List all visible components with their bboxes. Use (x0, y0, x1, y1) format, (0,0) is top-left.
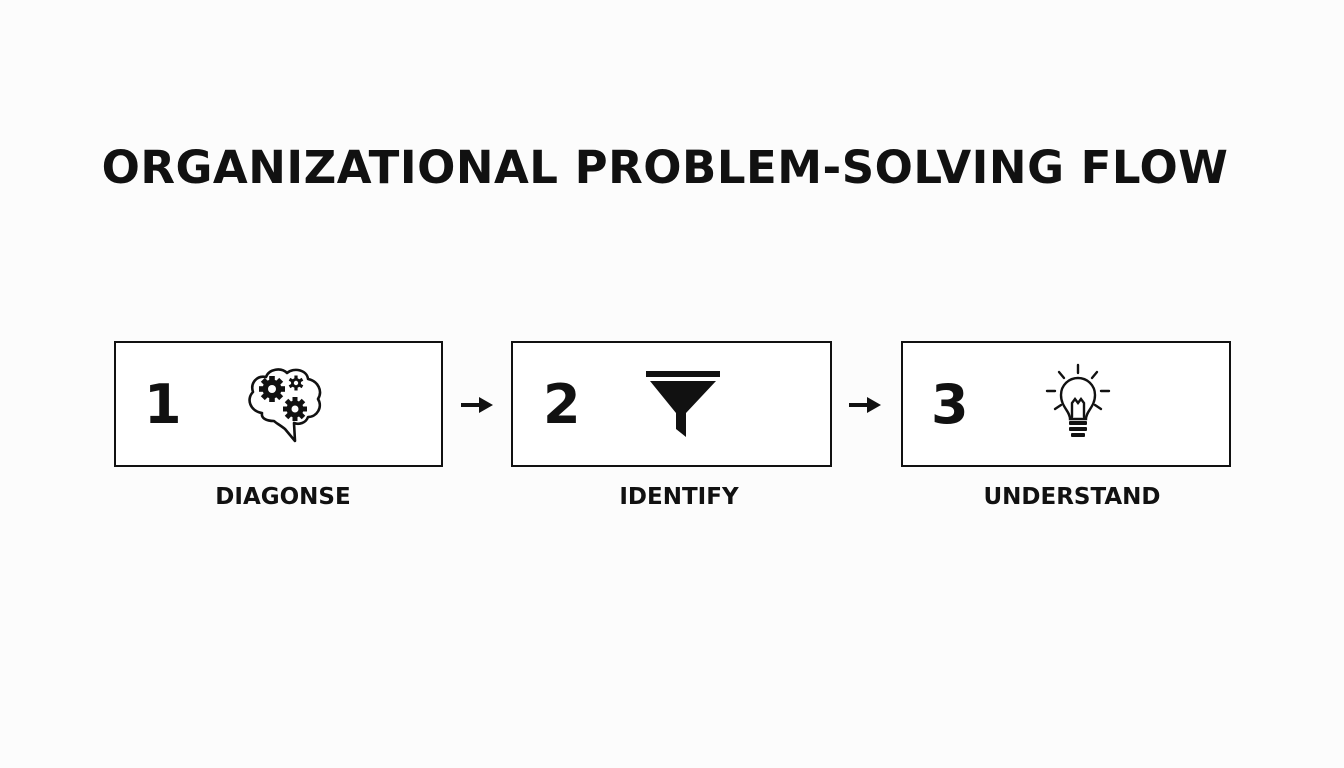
step-box-understand: 3 (901, 341, 1231, 467)
step-label-diagnose: DIAGONSE (215, 484, 351, 510)
page-title: ORGANIZATIONAL PROBLEM-SOLVING FLOW (101, 141, 1229, 194)
step-box-diagnose: 1 (114, 341, 443, 467)
step-number: 1 (144, 373, 182, 436)
step-number: 3 (931, 373, 969, 436)
lightbulb-icon (1033, 361, 1123, 451)
brain-gears-icon (240, 361, 330, 451)
flow-arrow-icon (460, 395, 496, 415)
funnel-icon (638, 361, 728, 451)
flow-arrow-icon (848, 395, 884, 415)
step-box-identify: 2 (511, 341, 832, 467)
step-number: 2 (543, 373, 581, 436)
step-label-identify: IDENTIFY (619, 484, 739, 510)
step-label-understand: UNDERSTAND (983, 484, 1161, 510)
